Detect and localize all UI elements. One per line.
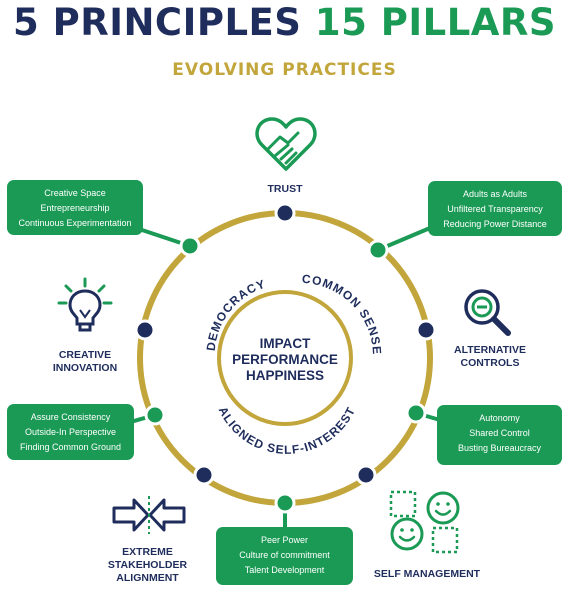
principle-aligned-self-interest: ALIGNED SELF-INTEREST xyxy=(216,404,359,457)
center-happiness: HAPPINESS xyxy=(246,368,324,383)
arrows-facing-icon xyxy=(112,496,186,534)
pillar-item: Creative Space xyxy=(44,188,106,198)
smiley-faces-icon xyxy=(389,490,460,554)
pillar-item: Continuous Experimentation xyxy=(18,218,132,228)
node-alternative xyxy=(415,319,437,341)
page-title: 5 PRINCIPLES 15 PILLARS xyxy=(0,0,569,46)
pillar-item: Culture of commitment xyxy=(239,550,330,560)
box-trust-pillars: Adults as Adults Unfiltered Transparency… xyxy=(428,181,562,236)
node-mid-right xyxy=(405,402,427,424)
node-creative xyxy=(134,319,156,341)
box-control-pillars: Autonomy Shared Control Busting Bureaucr… xyxy=(437,405,562,465)
pillar-item: Shared Control xyxy=(469,428,530,438)
label-alternative-controls: ALTERNATIVE CONTROLS xyxy=(454,344,526,369)
node-top-right xyxy=(367,239,389,261)
pillar-item: Reducing Power Distance xyxy=(443,219,547,229)
node-bottom xyxy=(274,492,296,514)
node-trust xyxy=(274,202,296,224)
label-self-management: SELF MANAGEMENT xyxy=(373,568,481,580)
pillar-item: Entrepreneurship xyxy=(40,203,110,213)
label-creative-innovation: CREATIVE INNOVATION xyxy=(52,349,118,374)
center-impact: IMPACT xyxy=(260,336,311,351)
box-alignment-pillars: Assure Consistency Outside-In Perspectiv… xyxy=(7,404,134,460)
title-principles: 5 PRINCIPLES xyxy=(12,1,302,44)
pillar-item: Unfiltered Transparency xyxy=(447,204,543,214)
subtitle: EVOLVING PRACTICES xyxy=(172,60,397,80)
node-extreme xyxy=(193,464,215,486)
pillar-item: Peer Power xyxy=(260,535,309,545)
pillar-item: Assure Consistency xyxy=(30,412,111,422)
inner-ring xyxy=(217,290,353,426)
pillar-item: Finding Common Ground xyxy=(19,442,122,452)
node-mid-left xyxy=(144,404,166,426)
center-performance: PERFORMANCE xyxy=(232,352,338,367)
pillar-item: Busting Bureaucracy xyxy=(457,443,542,453)
principle-common-sense: COMMON SENSE xyxy=(301,272,384,356)
label-extreme-stakeholder-alignment: EXTREME STAKEHOLDER ALIGNMENT xyxy=(107,546,188,584)
pillar-item: Autonomy xyxy=(479,413,520,423)
label-trust: TRUST xyxy=(267,183,303,195)
handshake-heart-icon xyxy=(255,117,317,171)
node-self xyxy=(355,464,377,486)
magnifier-icon xyxy=(464,289,511,336)
box-creative-pillars: Creative Space Entrepreneurship Continuo… xyxy=(7,180,143,235)
node-top-left xyxy=(179,235,201,257)
pillar-item: Outside-In Perspective xyxy=(24,427,117,437)
title-pillars: 15 PILLARS xyxy=(314,1,557,44)
box-self-management-pillars: Peer Power Culture of commitment Talent … xyxy=(216,527,353,585)
pillar-item: Talent Development xyxy=(244,565,325,575)
lightbulb-icon xyxy=(57,277,113,332)
pillar-item: Adults as Adults xyxy=(462,189,528,199)
